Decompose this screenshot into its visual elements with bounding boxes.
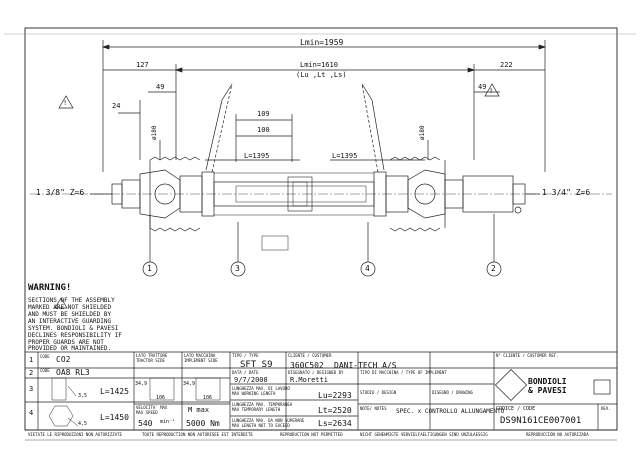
footer-note: REPRODUCCIÓN NO AUTORIZADA xyxy=(526,432,589,437)
dim-total-length: Lmin=1959 xyxy=(300,38,344,47)
row-2-code: OA8 RL3 xyxy=(56,368,90,377)
dim-dia-left: ø180 xyxy=(151,125,158,140)
callout-4: 4 xyxy=(365,264,370,273)
lu-value: Lu=2293 xyxy=(318,391,352,400)
warning-triangle-left-icon: ! xyxy=(63,99,68,107)
dim-left-ext: 127 xyxy=(136,61,149,69)
footer-note: VIETATE LE RIPRODUZIONI NON AUTORIZZATE xyxy=(28,432,122,437)
designer-value: R.Moretti xyxy=(290,376,328,384)
data-label: DATA / DATE xyxy=(232,370,259,375)
torque-value: 5000 Nm xyxy=(186,419,220,428)
implement-side-label: IMPLEMENT SIDE xyxy=(184,358,218,363)
max-speed-label: MAX SPEED xyxy=(136,410,158,415)
tractor-side-label: TRACTOR SIDE xyxy=(136,358,165,363)
disegno-label: DISEGNO / DRAWING xyxy=(432,390,473,395)
callout-3: 3 xyxy=(235,264,240,273)
designer-label: DISEGNATO / DESIGNED BY xyxy=(288,370,344,375)
dim-shaft-length: Lmin=1610 xyxy=(300,61,338,69)
dim-109: 109 xyxy=(257,110,270,118)
dim-right-ext: 222 xyxy=(500,61,513,69)
lt-value: Lt=2520 xyxy=(318,406,352,415)
speed-value: 540 xyxy=(138,419,153,428)
dim-dia-right: ø180 xyxy=(419,125,426,140)
callout-2: 2 xyxy=(491,264,496,273)
tipo-value: SFT S9 xyxy=(240,360,273,370)
footer-note: NICHT GENEHMIGTE VERVIELFAELTIGUNGEN SIN… xyxy=(360,432,488,437)
brand-line-2: & PAVESI xyxy=(528,386,567,395)
velocita-label: VELOCITA' MAX xyxy=(136,405,168,410)
speed-unit: min⁻¹ xyxy=(160,419,176,425)
lt-label-en: MAX TEMPORARY LENGTH xyxy=(232,407,281,412)
warning-triangle-right-icon: ! xyxy=(489,87,494,95)
dim-shaft-sub: (Lu ,Lt ,Ls) xyxy=(296,71,347,79)
dim-guard-left: L=1395 xyxy=(244,152,270,160)
warning-line: PROPER GUARDS ARE NOT xyxy=(28,339,104,346)
brand-line-1: BONDIOLI xyxy=(528,377,567,386)
warning-line: AN INTERACTIVE GUARDING xyxy=(28,318,112,325)
dim-guard-right: L=1395 xyxy=(332,152,358,160)
ls-value: Ls=2634 xyxy=(318,419,352,428)
codice-label: CODICE / CODE xyxy=(496,406,536,412)
row-3-num: 3 xyxy=(29,385,34,393)
row-1-label: CODE xyxy=(40,354,50,359)
dim-24: 24 xyxy=(112,102,121,110)
spline-right: 1 3/4" Z=6 xyxy=(542,188,591,197)
lu-label-en: MAX WORKING LENGTH xyxy=(232,391,276,396)
dim-left-49: 49 xyxy=(156,83,165,91)
warning-line: MARKED ARE NOT SHIELDED xyxy=(28,304,112,311)
ls-label-en: MAX LENGTH NOT TO EXCEED xyxy=(232,423,290,428)
data-value: 9/7/2008 xyxy=(234,376,268,384)
warning-line: DECLINES RESPONSIBILITY IF xyxy=(28,332,122,339)
dim-b: 3,5 xyxy=(78,393,88,399)
row-3-value: L=1425 xyxy=(100,387,129,396)
ls-label: LUNGHEZZA MAX. DA NON SUPERARE xyxy=(232,418,305,423)
cliente-label: CLIENTE / CUSTOMER xyxy=(288,353,332,358)
row-1-num: 1 xyxy=(29,356,34,364)
dim-right-49: 49 xyxy=(478,83,487,91)
warning-line: AND MUST BE SHIELDED BY xyxy=(28,311,112,318)
footer-note: TOUTE REPRODUCTION NON AUTORISEE EST INT… xyxy=(142,432,253,437)
note-label: NOTE/ NOTES xyxy=(360,406,387,411)
dim-a: 34,9 xyxy=(135,381,148,387)
dim-e: 106 xyxy=(203,395,213,401)
note-value: SPEC. x CONTROLLO ALLUNGAMENTO xyxy=(396,408,505,415)
customer-ref-label: N° CLIENTE / CUSTOMER REF. xyxy=(496,353,559,358)
warning-title: WARNING! xyxy=(28,283,72,293)
tipo-label: TIPO / TYPE xyxy=(232,353,259,358)
torque-label: M max xyxy=(188,406,210,414)
warning-line: SYSTEM. BONDIOLI & PAVESI xyxy=(28,325,119,332)
cliente-code: 360C502 xyxy=(290,361,324,370)
spline-left: 1 3/8" Z=6 xyxy=(36,188,85,197)
studio-label: STUDIO / DESIGN xyxy=(360,390,397,395)
dim-d: 34,9 xyxy=(183,381,196,387)
lato-macchina-label: LATO MACCHINA xyxy=(184,353,216,358)
rev-label: REV. xyxy=(601,406,611,411)
row-2-label: CODE xyxy=(40,368,50,373)
cliente-name: DANI-TECH A/S xyxy=(334,361,397,370)
codice-value: DS9N161CE007001 xyxy=(500,416,582,426)
callout-1: 1 xyxy=(147,264,152,273)
dim-c: 106 xyxy=(156,395,166,401)
tipo-attrezzo-label: TIPO DI MACCHINA / TYPE OF IMPLEMENT xyxy=(360,370,447,375)
dim-f: 4,5 xyxy=(78,421,88,427)
row-4-num: 4 xyxy=(29,409,34,417)
lato-trattore-label: LATO TRATTORE xyxy=(136,353,168,358)
row-2-num: 2 xyxy=(29,369,34,377)
warning-line: PROVIDED OR MAINTAINED. xyxy=(28,345,112,352)
footer-note: REPRODUCTION NOT PERMITTED xyxy=(280,432,343,437)
row-4-value: L=1450 xyxy=(100,413,129,422)
warning-line: SECTIONS OF THE ASSEMBLY xyxy=(28,297,115,304)
lu-label: LUNGHEZZA MAX. DI LAVORO xyxy=(232,386,290,391)
dim-100: 100 xyxy=(257,126,270,134)
row-1-code: CO2 xyxy=(56,355,71,364)
lt-label: LUNGHEZZA MAX. TEMPORANEA xyxy=(232,402,293,407)
